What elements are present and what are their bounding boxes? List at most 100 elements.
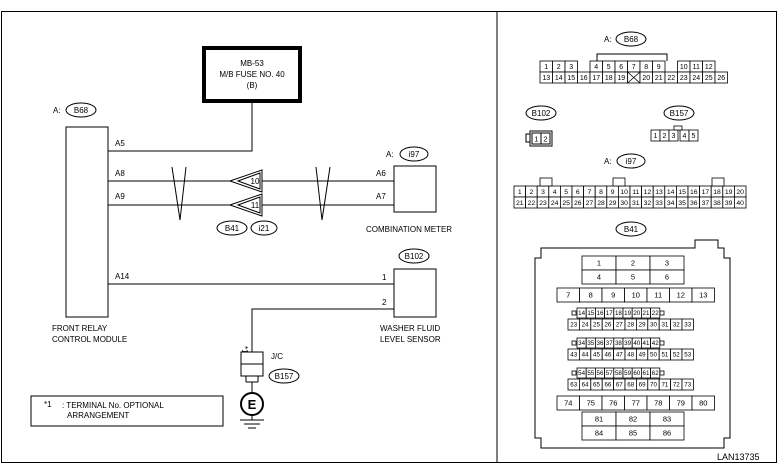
i97-pin-11: 11 xyxy=(632,189,639,196)
b41-pin-35: 35 xyxy=(587,340,594,347)
b41-pin-23: 23 xyxy=(570,322,577,329)
frcm-module-box xyxy=(65,126,109,318)
i97-pin-28: 28 xyxy=(597,200,605,207)
b41-pin-45: 45 xyxy=(593,352,600,359)
b41-pin-22: 22 xyxy=(652,310,659,317)
twisted-pair-mark-right xyxy=(315,166,331,221)
b68-pin-8: 8 xyxy=(644,64,648,71)
b41-pin-79: 79 xyxy=(677,399,685,408)
b41-pin-84: 84 xyxy=(595,429,603,438)
b68-pin-23: 23 xyxy=(680,75,688,82)
i97-pin-37: 37 xyxy=(702,200,710,207)
wire-a5 xyxy=(108,101,253,152)
i97-pin-35: 35 xyxy=(678,200,686,207)
b68-pin-22: 22 xyxy=(667,75,675,82)
combination-meter: A: i97 A6 A7 COMBINATION METER xyxy=(366,146,452,234)
frcm-pin-a9: A9 xyxy=(115,192,125,201)
b41-pin-56: 56 xyxy=(597,370,604,377)
b41-pin-85: 85 xyxy=(629,429,637,438)
i97-pin-18: 18 xyxy=(713,189,721,196)
ground-e-label: E xyxy=(248,397,257,412)
i97-pin-5: 5 xyxy=(564,189,568,196)
b41-pin-28: 28 xyxy=(627,322,634,329)
b41-pin-77: 77 xyxy=(632,399,640,408)
b41-pin-53: 53 xyxy=(684,352,691,359)
frcm-connector-badge xyxy=(65,102,97,118)
i97-pin-21: 21 xyxy=(516,200,524,207)
front-relay-control-module: A: B68 FRONT RELAY CONTROL MODULE A5 A8 … xyxy=(52,102,130,344)
b41-pin-62: 62 xyxy=(652,370,659,377)
washer-connector-badge xyxy=(398,248,430,264)
b41-pin-78: 78 xyxy=(654,399,662,408)
i97-pin-14: 14 xyxy=(667,189,675,196)
b41-pin-42: 42 xyxy=(652,340,659,347)
b68-pin-2: 2 xyxy=(557,64,561,71)
b41-pin-18: 18 xyxy=(615,310,622,317)
b41-pin-46: 46 xyxy=(604,352,611,359)
b68-badge-label: B68 xyxy=(624,35,639,44)
jc-label: J/C xyxy=(271,352,283,361)
b68-pin-16: 16 xyxy=(580,75,588,82)
b41-pin-27: 27 xyxy=(616,322,623,329)
b41-pin-33: 33 xyxy=(684,322,691,329)
washer-label-line2: LEVEL SENSOR xyxy=(380,335,441,344)
twisted-pair-mark-left xyxy=(171,166,187,221)
i97-pin-16: 16 xyxy=(690,189,698,196)
i97-pin-6: 6 xyxy=(576,189,580,196)
b41-pin-24: 24 xyxy=(582,322,589,329)
b41-pin-49: 49 xyxy=(639,352,646,359)
i21-badge-label: i21 xyxy=(259,224,270,233)
b41-pin-13: 13 xyxy=(699,291,707,300)
b157-pin-3: 3 xyxy=(672,133,676,140)
b157-pin-1: 1 xyxy=(654,133,658,140)
b41-pin-3: 3 xyxy=(665,259,669,268)
frcm-connector-name: B68 xyxy=(74,106,89,115)
frcm-label-line2: CONTROL MODULE xyxy=(52,335,127,344)
b41-pin-11: 11 xyxy=(654,291,662,300)
b68-pin-13: 13 xyxy=(542,75,550,82)
i97-pin-31: 31 xyxy=(632,200,640,207)
b41-pin-15: 15 xyxy=(587,310,594,317)
b41-pin-76: 76 xyxy=(609,399,617,408)
b41-pin-74: 74 xyxy=(564,399,572,408)
b68-pin-9: 9 xyxy=(657,64,661,71)
b41-pin-36: 36 xyxy=(597,340,604,347)
b41-pin-32: 32 xyxy=(673,322,680,329)
i21-badge xyxy=(250,220,278,236)
i97-pin-12: 12 xyxy=(644,189,652,196)
i97-pin-27: 27 xyxy=(586,200,594,207)
b41-pin-50: 50 xyxy=(650,352,657,359)
frcm-connector-prefix: A: xyxy=(53,106,61,115)
i97-pin-32: 32 xyxy=(644,200,652,207)
b68-prefix: A: xyxy=(604,35,612,44)
b41-pin-71: 71 xyxy=(661,382,668,389)
b41-pin-38: 38 xyxy=(615,340,622,347)
b41-pin-5: 5 xyxy=(631,273,635,282)
washer-label-line1: WASHER FLUID xyxy=(380,324,440,333)
b157-pin-2: 2 xyxy=(663,133,667,140)
i97-pin-7: 7 xyxy=(588,189,592,196)
b41-pin-75: 75 xyxy=(587,399,595,408)
b68-badge xyxy=(615,31,647,47)
b68-pin-21: 21 xyxy=(655,75,663,82)
i97-pin-40: 40 xyxy=(736,200,744,207)
b41-pin-65: 65 xyxy=(593,382,600,389)
meter-pin-a7: A7 xyxy=(376,192,386,201)
b41-pin-16: 16 xyxy=(597,310,604,317)
b41-pin-73: 73 xyxy=(684,382,691,389)
joint-connector-10: 10 xyxy=(228,169,263,193)
b68-pin-1: 1 xyxy=(544,64,548,71)
b41-pin-83: 83 xyxy=(663,415,671,424)
b41-pin-34: 34 xyxy=(578,340,585,347)
diagram-frame xyxy=(1,11,777,463)
washer-pin2: 2 xyxy=(382,298,387,307)
frcm-pin-a14: A14 xyxy=(115,272,130,281)
b102-badge xyxy=(525,105,557,121)
fuse-line3: (B) xyxy=(247,81,258,90)
b41-pin-67: 67 xyxy=(616,382,623,389)
b41-pin-52: 52 xyxy=(673,352,680,359)
b102-pin-1: 1 xyxy=(534,135,538,144)
i97-pin-10: 10 xyxy=(620,189,628,196)
